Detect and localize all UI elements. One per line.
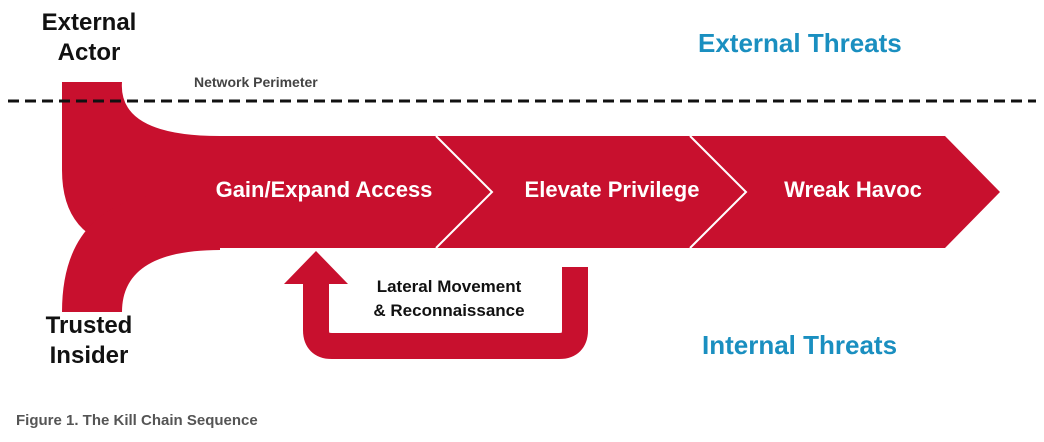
external-threats-label: External Threats — [698, 28, 902, 58]
stage-gain-expand-access: Gain/Expand Access — [215, 177, 433, 202]
figure-caption: Figure 1. The Kill Chain Sequence — [16, 412, 258, 429]
chevron-separator-1 — [435, 135, 494, 249]
kill-chain-arrow — [150, 136, 1000, 248]
chevron-separator-2 — [689, 135, 748, 249]
lateral-loop-arrowhead — [284, 251, 348, 284]
stage-elevate-privilege: Elevate Privilege — [524, 177, 700, 202]
stage-wreak-havoc: Wreak Havoc — [784, 177, 922, 202]
lateral-loop-arrow — [303, 267, 588, 359]
lateral-movement-label: Lateral Movement & Reconnaissance — [373, 277, 525, 320]
network-perimeter-label: Network Perimeter — [194, 74, 318, 90]
external-actor-label: External Actor — [41, 9, 137, 66]
trusted-insider-label: Trusted Insider — [45, 312, 133, 369]
internal-threats-label: Internal Threats — [702, 330, 898, 360]
